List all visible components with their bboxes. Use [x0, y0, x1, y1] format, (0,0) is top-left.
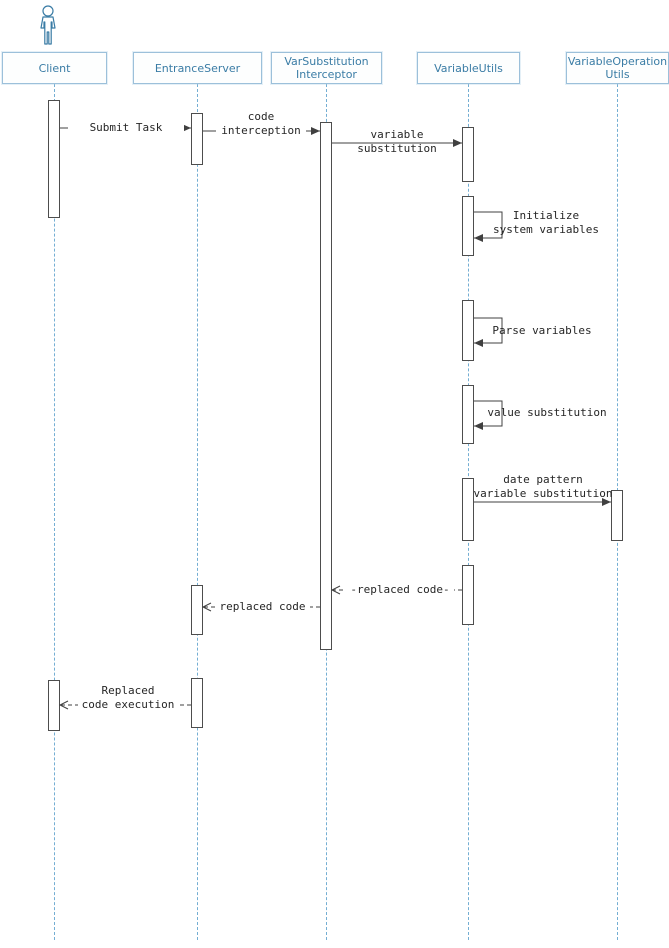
participant-client: Client: [2, 52, 107, 84]
lifeline-entrance-server: [197, 84, 198, 940]
message-label-replaced-code-return-1: -replaced code-: [346, 583, 454, 597]
participant-client-label: Client: [38, 61, 71, 75]
participant-var-substitution-interceptor-label: VarSubstitution Interceptor: [284, 55, 369, 81]
message-label-submit-task: Submit Task: [68, 121, 184, 135]
activation-variable-utils-2: [462, 196, 474, 256]
message-label-date-pattern-variable-substitution: date pattern variable substitution: [473, 473, 613, 500]
activation-entrance-server-1: [191, 113, 203, 165]
message-label-parse-variables: Parse variables: [492, 324, 592, 337]
activation-client-1: [48, 100, 60, 218]
participant-entrance-server-label: EntranceServer: [154, 61, 241, 75]
participant-variable-utils: VariableUtils: [417, 52, 520, 84]
participant-entrance-server: EntranceServer: [133, 52, 262, 84]
message-label-initialize-system-variables: Initialize system variables: [493, 209, 599, 236]
participant-variable-operation-utils-label: VariableOperation Utils: [567, 55, 668, 81]
participant-variable-operation-utils: VariableOperation Utils: [566, 52, 669, 84]
activation-client-2: [48, 680, 60, 731]
message-label-variable-substitution: variable substitution: [357, 128, 437, 155]
activation-variable-utils-3: [462, 300, 474, 361]
activation-variable-operation-utils: [611, 490, 623, 541]
activation-entrance-server-2: [191, 585, 203, 635]
activation-variable-utils-4: [462, 385, 474, 444]
actor-icon: [35, 3, 61, 53]
activation-interceptor: [320, 122, 332, 650]
activation-variable-utils-1: [462, 127, 474, 182]
activation-entrance-server-3: [191, 678, 203, 728]
message-label-code-interception: code interception: [216, 110, 306, 138]
activation-variable-utils-5: [462, 478, 474, 541]
message-label-replaced-code-return-2: replaced code: [215, 600, 310, 614]
lifeline-client: [54, 84, 55, 940]
activation-variable-utils-6: [462, 565, 474, 625]
participant-var-substitution-interceptor: VarSubstitution Interceptor: [271, 52, 382, 84]
message-label-value-substitution: value substitution: [487, 406, 607, 419]
participant-variable-utils-label: VariableUtils: [434, 61, 503, 75]
message-label-replaced-code-execution: Replaced code execution: [78, 684, 178, 712]
